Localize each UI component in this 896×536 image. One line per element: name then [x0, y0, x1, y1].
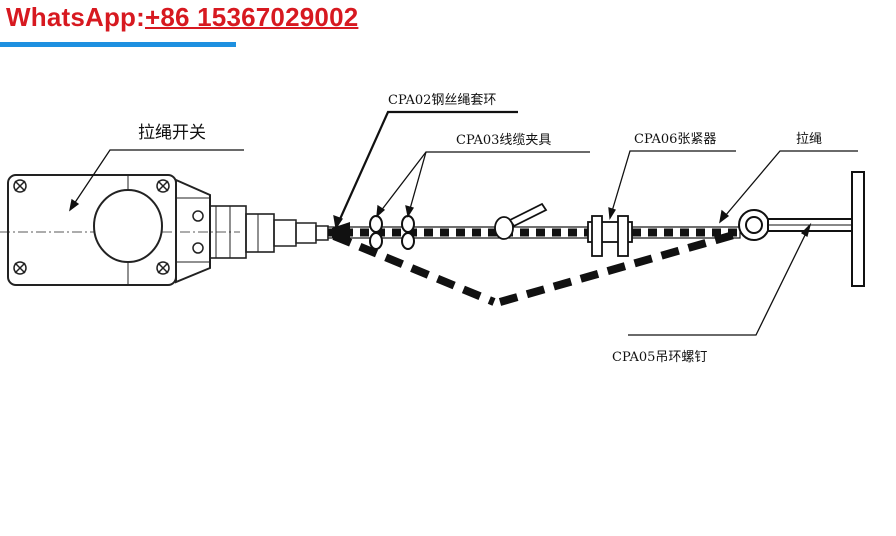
pull-rope-switch-body [0, 174, 329, 286]
taut-rope [327, 226, 741, 239]
label-cpa02-thimble: CPA02钢丝绳套环 [388, 92, 496, 108]
whatsapp-prefix: WhatsApp: [6, 2, 145, 32]
eye-bolt [738, 171, 865, 287]
whatsapp-phone: +86 15367029002 [145, 2, 359, 32]
rope-hook [494, 202, 548, 240]
cable-clamps [369, 215, 415, 250]
label-rope: 拉绳 [796, 132, 822, 147]
switch-screws [13, 179, 204, 275]
slack-rope [332, 228, 746, 306]
rope-thimble [332, 222, 350, 244]
leader-lines [69, 110, 858, 336]
switch-window [93, 189, 163, 263]
watermark-underline-bar [0, 42, 236, 47]
tensioner [587, 215, 633, 257]
label-cpa05-eye-bolt: CPA05吊环螺钉 [612, 350, 707, 365]
label-cpa06-tensioner: CPA06张紧器 [634, 132, 716, 147]
whatsapp-watermark: WhatsApp:+86 15367029002 [6, 2, 358, 33]
label-cpa03-clamp: CPA03线缆夹具 [456, 132, 551, 148]
label-pull-rope-switch: 拉绳开关 [138, 123, 206, 143]
